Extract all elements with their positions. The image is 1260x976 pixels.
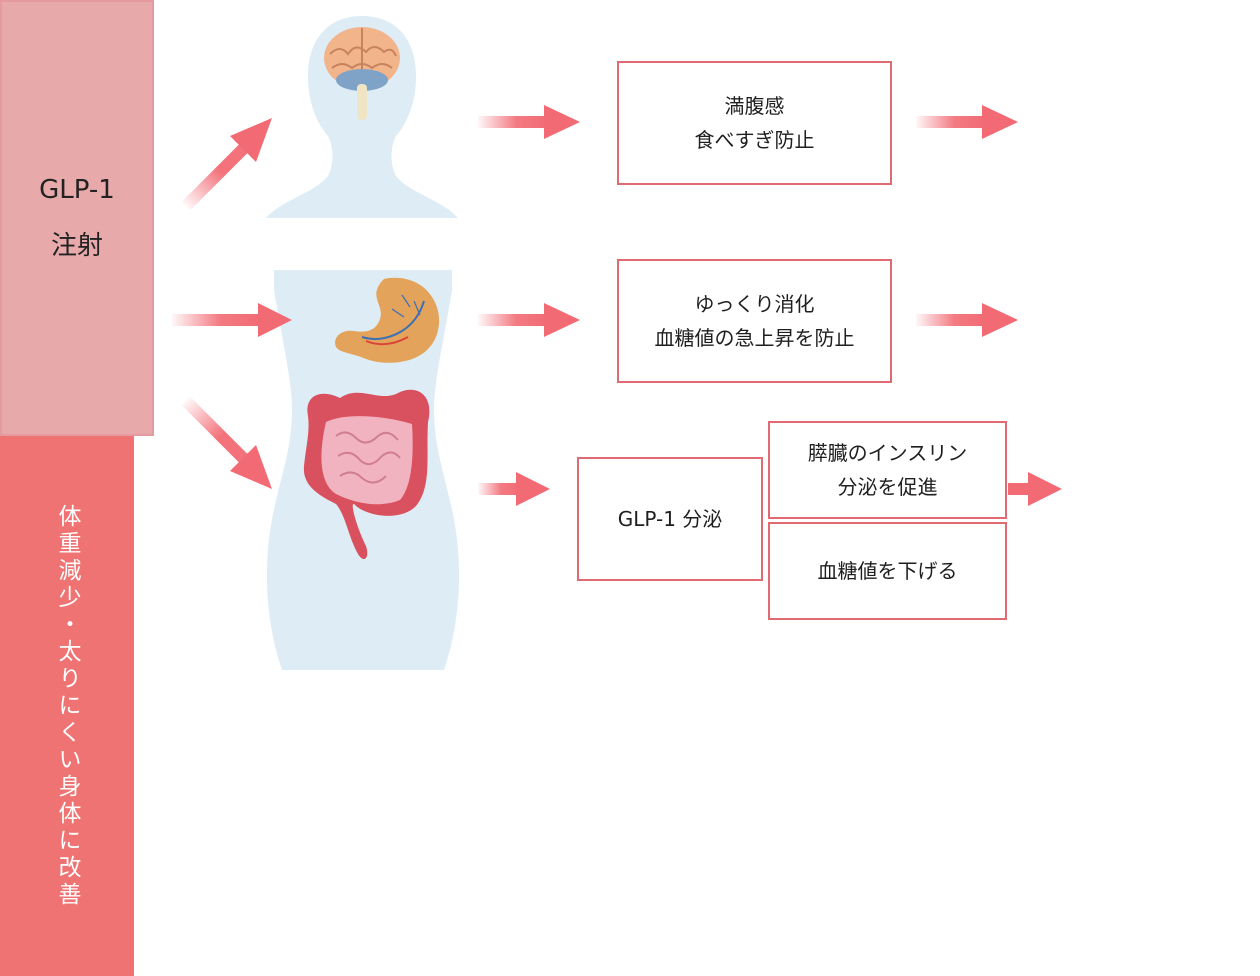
- insulin-line1: 膵臓のインスリン: [807, 441, 968, 465]
- injection-label: 注射: [50, 231, 103, 261]
- arrow-brain-to-satiety: [478, 105, 580, 139]
- arrow-stomach-to-digestion: [478, 303, 580, 337]
- result-box: 体重減少・太りにくい身体に改善: [0, 436, 134, 976]
- lower-glucose-label: 血糖値を下げる: [817, 559, 958, 583]
- prevent-overeating-label: 食べすぎ防止: [694, 128, 815, 152]
- satiety-box: 満腹感 食べすぎ防止: [617, 61, 892, 185]
- arrow-digestion-to-result: [916, 303, 1018, 337]
- arrow-satiety-to-result: [916, 105, 1018, 139]
- arrow-intestines-to-secretion: [478, 472, 550, 506]
- weight-loss-label: 体重減少・太りにくい身体に改善: [54, 503, 80, 909]
- intestines-icon: [303, 389, 430, 560]
- satiety-label: 満腹感: [724, 94, 785, 118]
- digestion-box: ゆっくり消化 血糖値の急上昇を防止: [617, 259, 892, 383]
- arrow-insulin-to-result: [1008, 472, 1062, 506]
- arrow-to-stomach: [172, 303, 292, 337]
- insulin-box: 膵臓のインスリン 分泌を促進: [768, 421, 1007, 519]
- arrow-to-brain: [181, 118, 272, 211]
- glp1-label: GLP-1: [39, 175, 115, 205]
- brain-icon: [324, 27, 400, 120]
- glp1-secretion-label: GLP-1 分泌: [617, 507, 723, 531]
- slow-digestion-label: ゆっくり消化: [694, 292, 815, 316]
- glucose-box: 血糖値を下げる: [768, 522, 1007, 620]
- insulin-line2: 分泌を促進: [837, 475, 938, 499]
- head-silhouette: [266, 16, 458, 218]
- stomach-icon: [335, 277, 440, 363]
- glp1-injection-box: GLP-1 注射: [0, 0, 154, 436]
- secretion-box: GLP-1 分泌: [577, 457, 763, 581]
- arrow-to-intestines: [181, 396, 272, 489]
- prevent-glucose-spike-label: 血糖値の急上昇を防止: [654, 326, 855, 350]
